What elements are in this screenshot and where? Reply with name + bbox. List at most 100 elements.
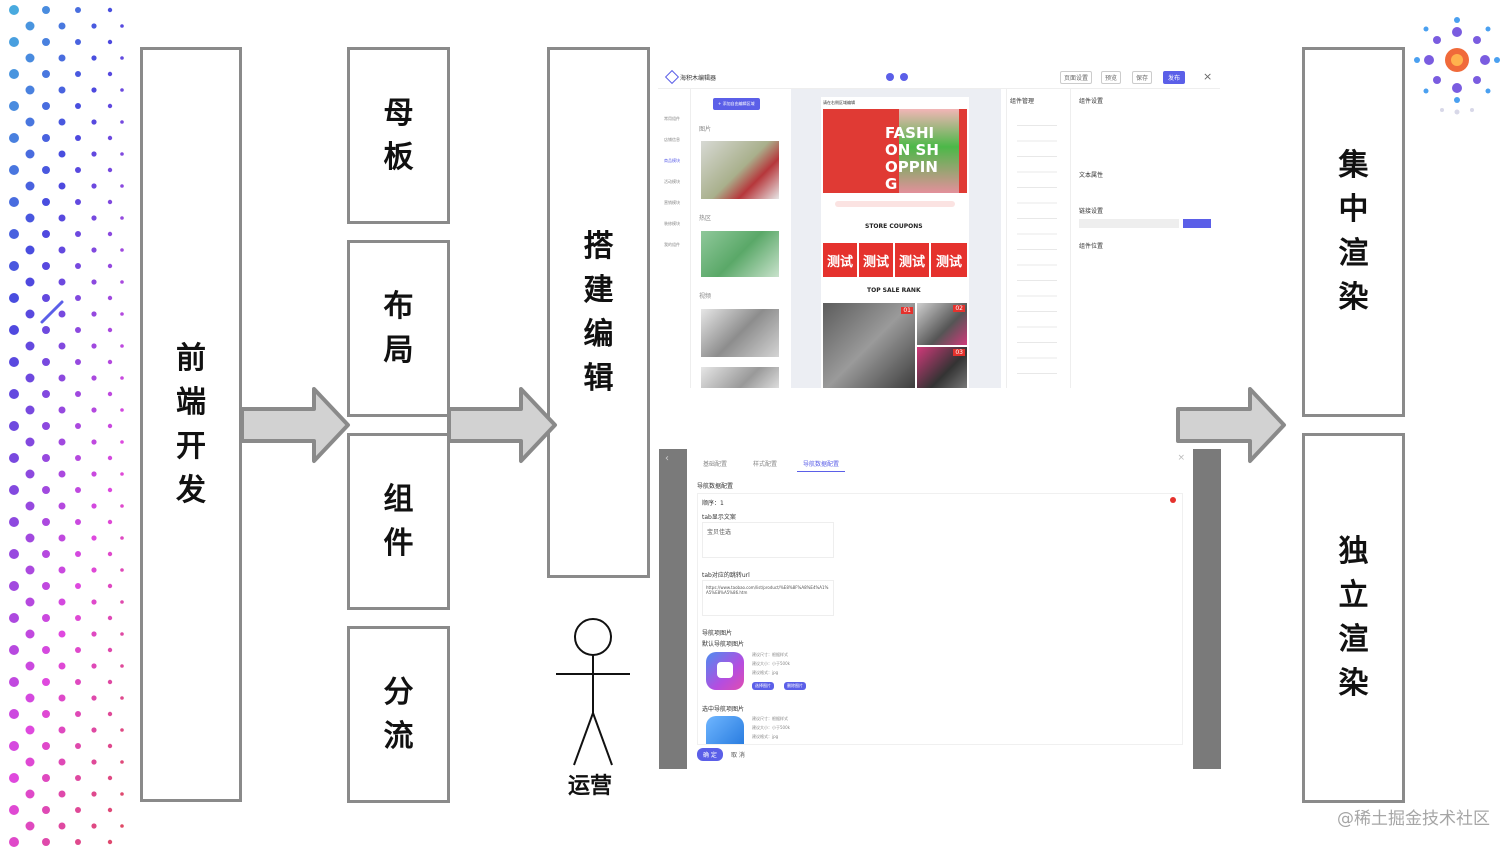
panel-title: 组件管理: [1010, 98, 1035, 105]
left-nav-item[interactable]: 装修模块: [664, 221, 680, 226]
decorative-dot: [75, 295, 81, 301]
decorative-dot: [58, 278, 66, 286]
redo-icon: [900, 73, 908, 81]
thumbnail-image[interactable]: [701, 141, 779, 199]
link-input[interactable]: [1079, 219, 1179, 228]
decorative-dot: [107, 135, 113, 141]
decorative-dot: [9, 357, 19, 367]
decorative-dot: [25, 597, 35, 607]
decorative-dot: [75, 39, 81, 45]
cube-icon: [664, 69, 680, 85]
page-settings-button[interactable]: 页面设置: [1060, 71, 1093, 84]
banner-image[interactable]: FASHION SHOPPING: [823, 109, 967, 193]
panel-title: 组件设置: [1079, 98, 1104, 105]
decorative-dot: [58, 470, 66, 478]
coupon-tile[interactable]: 测试: [931, 243, 967, 277]
left-nav-item[interactable]: 我的组件: [664, 242, 680, 247]
image-info: 建议大小：小于500k: [752, 725, 790, 730]
decorative-dot: [91, 119, 97, 125]
decorative-dot: [9, 421, 19, 431]
decorative-dot: [75, 807, 81, 813]
left-nav-item[interactable]: 活动模块: [664, 179, 680, 184]
select-link-button[interactable]: [1183, 219, 1211, 228]
decorative-dot: [107, 711, 113, 717]
decorative-dot: [42, 838, 50, 846]
decorative-dot: [91, 375, 97, 381]
decorative-dot: [9, 613, 19, 623]
decorative-dot: [42, 134, 50, 142]
preview-button[interactable]: 预览: [1101, 71, 1122, 84]
decorative-dot: [9, 261, 19, 271]
decorative-dot: [120, 536, 124, 540]
decorative-dot: [42, 294, 50, 302]
decorative-dot: [9, 805, 19, 815]
tab-url-input[interactable]: https://www.taobao.com/list/product/%E8%…: [702, 580, 834, 616]
confirm-button[interactable]: 确 定: [697, 748, 723, 761]
close-icon[interactable]: ×: [1203, 70, 1213, 83]
editor-canvas: 请在右侧区域编辑 FASHION SHOPPING STORE COUPONS …: [791, 89, 1001, 388]
decorative-dot: [9, 197, 19, 207]
select-image-button[interactable]: 选择图片: [752, 682, 774, 690]
rank-image[interactable]: 02: [917, 303, 967, 345]
tab-basic[interactable]: 基础配置: [703, 461, 728, 468]
decorative-dot: [120, 344, 124, 348]
decorative-dot: [25, 437, 35, 447]
decorative-dot: [58, 150, 66, 158]
arrow-right-icon: [240, 387, 350, 463]
operator-label: 运营: [568, 774, 613, 799]
thumbnail-image[interactable]: [701, 309, 779, 357]
watermark: @稀土掘金技术社区: [1337, 809, 1490, 829]
component-list: + 添加自由编辑区域 图片 热区 视频: [691, 89, 786, 388]
decorative-dot: [25, 821, 35, 831]
tab-text-input[interactable]: 宝贝佳选: [702, 522, 834, 558]
decorative-dot: [58, 726, 66, 734]
rank-image[interactable]: 03: [917, 347, 967, 388]
back-icon[interactable]: ‹: [665, 453, 669, 464]
decorative-dot: [75, 231, 81, 237]
decorative-dot: [120, 56, 124, 60]
add-free-area-button[interactable]: + 添加自由编辑区域: [713, 98, 760, 110]
delete-image-button[interactable]: 删除图片: [784, 682, 806, 690]
decorative-dot: [120, 696, 124, 700]
decorative-dot: [58, 86, 66, 94]
coupon-tile[interactable]: 测试: [859, 243, 893, 277]
decorative-dot-pattern: [9, 5, 124, 847]
decorative-dot: [120, 152, 124, 156]
delete-icon[interactable]: [1170, 497, 1176, 503]
coupon-tile[interactable]: 测试: [823, 243, 857, 277]
decorative-dot: [107, 743, 113, 749]
decorative-dot: [107, 519, 113, 525]
decorative-dot: [9, 485, 19, 495]
decorative-dot: [58, 214, 66, 222]
decorative-dot: [9, 293, 19, 303]
decorative-dot: [9, 837, 19, 847]
thumbnail-image[interactable]: [701, 231, 779, 277]
decorative-dot: [120, 312, 124, 316]
save-button[interactable]: 保存: [1132, 71, 1153, 84]
close-icon[interactable]: ×: [1177, 453, 1185, 463]
decorative-dot: [91, 55, 97, 61]
publish-button[interactable]: 发布: [1163, 71, 1186, 84]
left-nav-item[interactable]: 营销模块: [664, 200, 680, 205]
decorative-dot: [75, 551, 81, 557]
order-label: 顺序：1: [702, 500, 724, 507]
decorative-dot: [91, 823, 97, 829]
decorative-dot: [25, 181, 35, 191]
tab-nav-data[interactable]: 导航数据配置: [803, 461, 840, 468]
tab-style[interactable]: 样式配置: [753, 461, 778, 468]
left-nav-item[interactable]: 常用组件: [664, 116, 680, 121]
cancel-button[interactable]: 取 消: [731, 752, 745, 759]
decorative-dot: [75, 775, 81, 781]
rank-image[interactable]: 01: [823, 303, 915, 388]
decorative-dot: [9, 5, 19, 15]
decorative-dot: [42, 70, 50, 78]
coupon-tile[interactable]: 测试: [895, 243, 929, 277]
component-box: 组件: [347, 433, 450, 610]
decorative-dot: [91, 727, 97, 733]
thumbnail-image[interactable]: [701, 367, 779, 388]
decorative-dot: [25, 149, 35, 159]
decorative-dot: [58, 342, 66, 350]
left-nav-item[interactable]: 商品模块: [664, 158, 680, 163]
left-nav-item[interactable]: 店铺信息: [664, 137, 680, 142]
decorative-dot: [58, 694, 66, 702]
